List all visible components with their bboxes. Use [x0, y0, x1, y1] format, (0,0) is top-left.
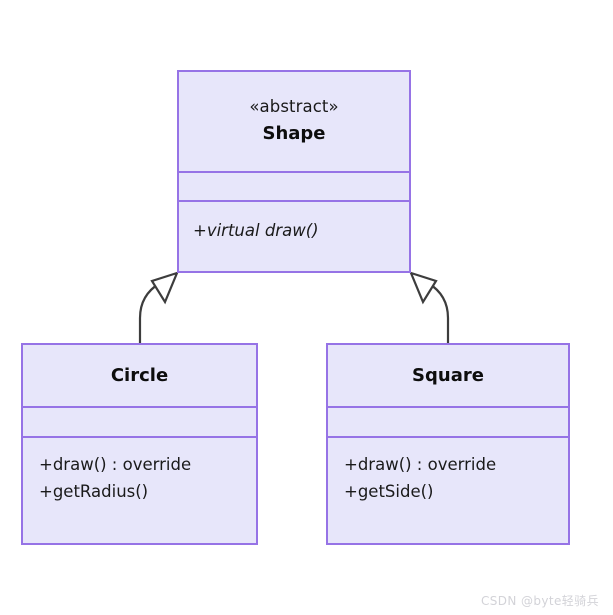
- class-box-square[interactable]: Square +draw() : override +getSide(): [326, 343, 570, 545]
- class-header-circle: Circle: [23, 345, 256, 406]
- class-method: +virtual draw(): [193, 221, 319, 240]
- generalization-square-to-shape: [409, 271, 450, 345]
- class-attributes-circle: [23, 406, 256, 436]
- watermark-text: CSDN @byte轻骑兵: [480, 594, 599, 608]
- class-methods-circle: +draw() : override +getRadius(): [23, 436, 256, 543]
- generalization-circle-to-shape: [138, 271, 179, 345]
- class-header-square: Square: [328, 345, 568, 406]
- class-header-shape: «abstract» Shape: [179, 72, 409, 171]
- class-methods-shape: +virtual draw(): [179, 200, 409, 271]
- class-method: +getRadius(): [39, 481, 149, 501]
- class-name: Circle: [110, 364, 169, 386]
- hollow-triangle-arrowhead-left: [150, 271, 179, 305]
- class-methods-square: +draw() : override +getSide(): [328, 436, 568, 543]
- class-name: Shape: [262, 123, 326, 145]
- class-box-shape[interactable]: «abstract» Shape +virtual draw(): [177, 70, 411, 273]
- class-attributes-square: [328, 406, 568, 436]
- hollow-triangle-arrowhead-right: [409, 271, 438, 305]
- class-attributes-shape: [179, 171, 409, 200]
- class-method: +getSide(): [344, 481, 434, 501]
- class-name: Square: [412, 364, 484, 386]
- class-method: +draw() : override: [344, 455, 497, 474]
- class-box-circle[interactable]: Circle +draw() : override +getRadius(): [21, 343, 258, 545]
- class-stereotype: «abstract»: [249, 97, 339, 117]
- class-method: +draw() : override: [39, 455, 192, 474]
